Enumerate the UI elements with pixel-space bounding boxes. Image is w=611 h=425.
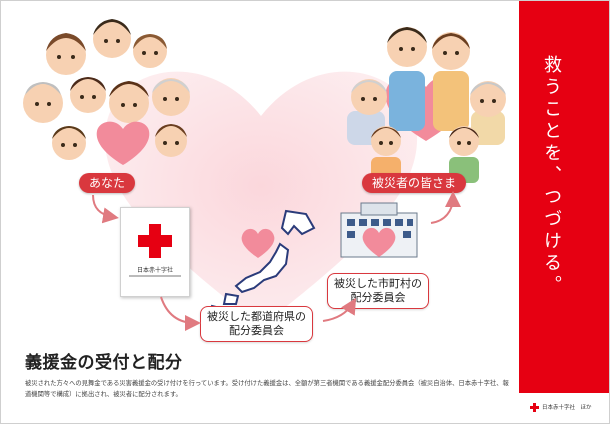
arrow-icon [430, 191, 461, 224]
red-cross-card: 日本赤十字社 [120, 207, 190, 297]
heart-icon [362, 227, 396, 257]
red-cross-icon [138, 224, 172, 258]
heart-icon [96, 121, 150, 165]
municipal-committee-box: 被災した市町村の 配分委員会 [327, 273, 429, 309]
face-icon [46, 33, 86, 75]
you-label: あなた [79, 173, 136, 193]
divider [129, 275, 181, 277]
page-title: 義援金の受付と配分 [25, 353, 183, 373]
logo-text: 日本赤十字社 ほか [542, 405, 592, 411]
red-band [519, 1, 609, 423]
municipal-building-illustration [340, 202, 418, 258]
victims-label: 被災者の皆さま [362, 173, 467, 193]
japan-map-illustration [208, 209, 316, 316]
description-text: 被災された方々への見舞金である災害義援金の受け付けを行っています。受け付けた義援… [25, 380, 509, 398]
family-group-illustration [23, 19, 190, 165]
red-cross-icon [530, 403, 539, 412]
prefecture-committee-box: 被災した都道府県の 配分委員会 [200, 306, 313, 342]
jrc-name: 日本赤十字社 [136, 267, 173, 274]
victims-family-illustration [347, 27, 506, 183]
illustration-area: あなた 被災者の皆さま 日本赤十字社 被災した都道府県の 配 [1, 1, 519, 423]
heart-icon [241, 228, 275, 258]
slogan: 救うことを、つづける。 [541, 55, 562, 297]
footer-logo: 日本赤十字社 ほか [519, 393, 609, 423]
